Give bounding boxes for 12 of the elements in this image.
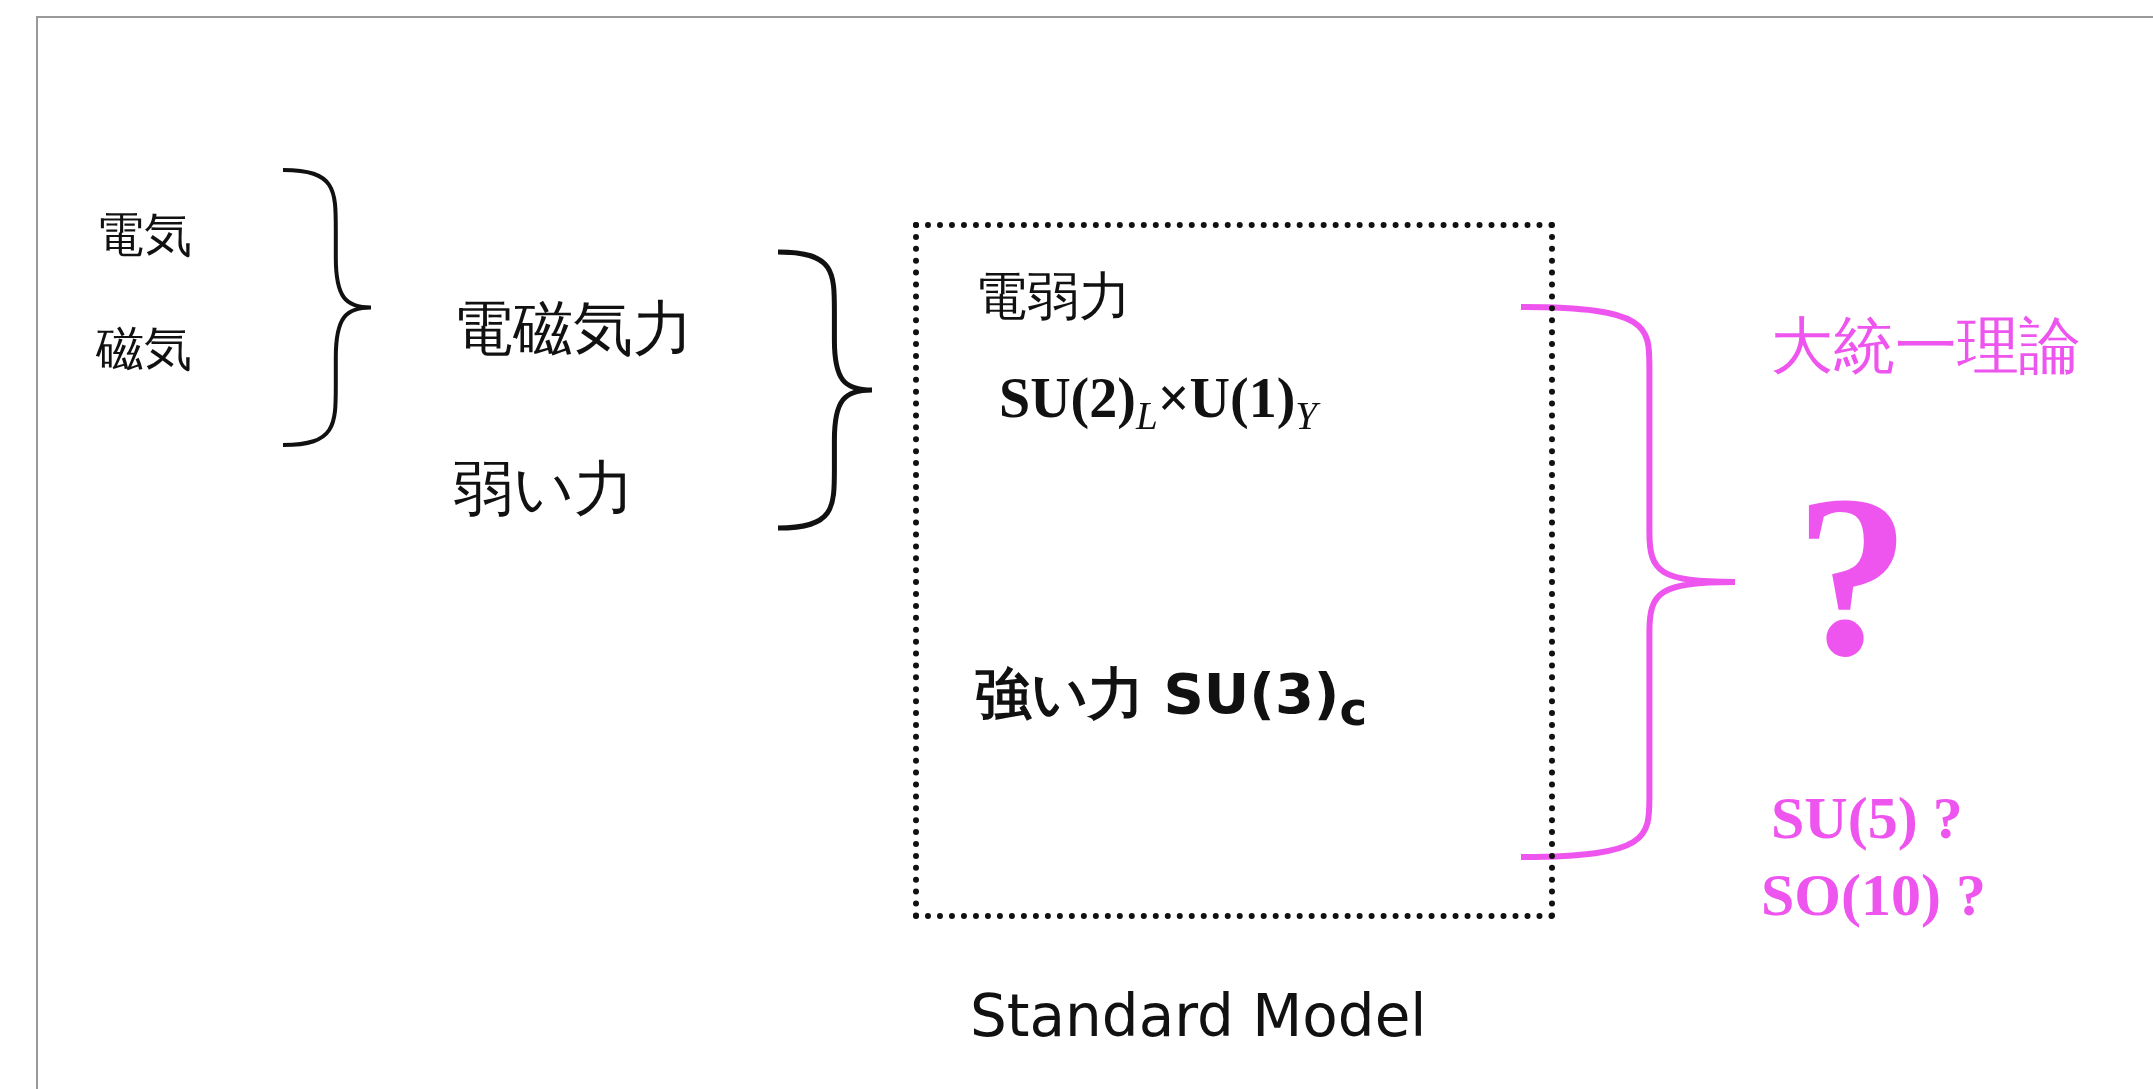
dotted-frame: [913, 222, 1555, 919]
force-name: 弱い力: [453, 455, 634, 521]
question-mark: ?: [1795, 450, 1910, 703]
force-name: 電磁気力: [453, 295, 693, 361]
force-name: 磁気: [96, 322, 192, 375]
force-name: 電弱力: [975, 268, 1131, 326]
force-name: 電気: [96, 208, 192, 261]
node-label: Standard Model: [970, 985, 1427, 1049]
theory-name: 大統一理論: [1771, 312, 2081, 381]
group-formula: SO(10) ?: [1761, 862, 1986, 928]
force-name: 強い力 SU(3)$_{c}$: [975, 663, 1368, 736]
group-formula: SU(5) ?: [1771, 785, 1963, 851]
